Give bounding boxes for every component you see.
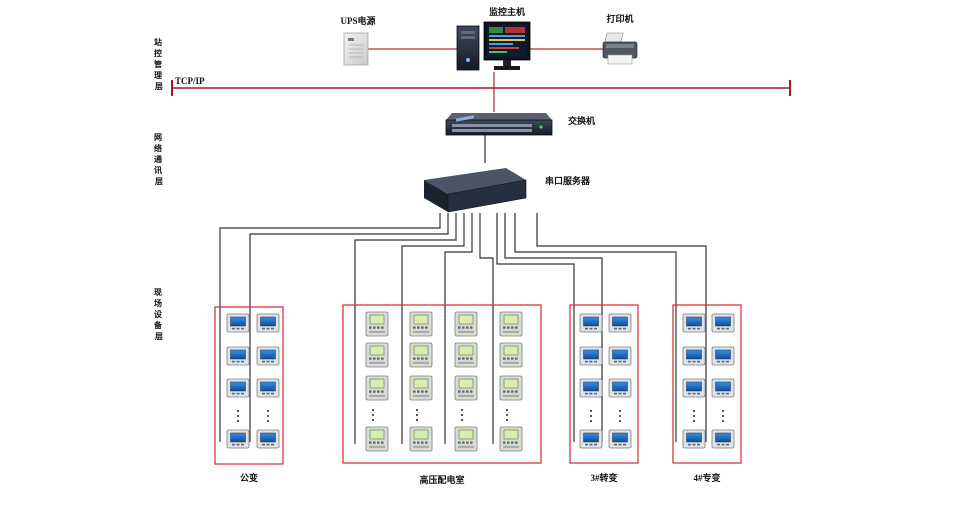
monitoring-host-device: 监控主机 [456, 6, 531, 71]
ups-label: UPS电源 [340, 15, 375, 26]
serial-server-device: 串口服务器 [424, 115, 591, 213]
ellipsis-dots [372, 409, 508, 421]
wire-t3-1 [496, 213, 575, 442]
meter-device-icon [608, 429, 632, 449]
relay-device-icon [365, 426, 389, 452]
network-switch-device: 交换机 [445, 113, 595, 136]
bus-label: TCP/IP [175, 76, 205, 86]
group-t3-box [569, 304, 639, 464]
group-t4: 4#专变 [672, 304, 742, 483]
ellipsis-dots [590, 410, 621, 422]
relay-device-icon [365, 342, 389, 368]
meter-device-icon [682, 313, 706, 333]
meter-column-2 [711, 313, 735, 449]
meter-device-icon [682, 378, 706, 398]
printer-label: 打印机 [606, 13, 633, 24]
group-t4-label: 4#专变 [693, 472, 720, 483]
meter-device-icon [226, 378, 250, 398]
meter-column-2 [608, 313, 632, 449]
relay-column-1 [365, 311, 389, 452]
meter-device-icon [682, 429, 706, 449]
host-label: 监控主机 [489, 6, 525, 17]
meter-device-icon [226, 346, 250, 366]
relay-device-icon [454, 426, 478, 452]
relay-device-icon [499, 375, 523, 401]
wire-t4-1 [514, 213, 677, 442]
serial-server-icon [424, 115, 527, 213]
wire-gongbian-2 [249, 213, 449, 442]
meter-device-icon [256, 429, 280, 449]
relay-column-2 [409, 311, 433, 452]
layer-station-label: 站 控 管 理 层 [154, 37, 164, 91]
meter-device-icon [682, 346, 706, 366]
computer-tower-icon [456, 25, 480, 71]
relay-device-icon [365, 375, 389, 401]
relay-device-icon [499, 311, 523, 337]
relay-device-icon [499, 342, 523, 368]
relay-device-icon [409, 426, 433, 452]
relay-device-icon [409, 342, 433, 368]
switch-label: 交换机 [568, 115, 595, 126]
meter-device-icon [711, 429, 735, 449]
wire-gongbian-1 [219, 213, 441, 442]
field-bus-wiring [219, 48, 707, 444]
printer-device: 打印机 [602, 13, 638, 65]
meter-device-icon [608, 313, 632, 333]
relay-device-icon [365, 311, 389, 337]
wire-hv-3 [444, 213, 473, 444]
meter-column-2 [256, 313, 280, 449]
group-t3: 3#转变 [569, 304, 639, 483]
wire-hv-1 [354, 213, 457, 444]
group-hv-room-box [342, 304, 542, 464]
meter-column-1 [579, 313, 603, 449]
serial-server-label: 串口服务器 [545, 175, 591, 186]
group-gongbian: 公变 [214, 306, 284, 483]
meter-device-icon [579, 313, 603, 333]
ellipsis-dots [693, 410, 724, 422]
tcpip-bus: TCP/IP [171, 76, 791, 96]
ups-device: UPS电源 [340, 15, 376, 66]
relay-column-3 [454, 311, 478, 452]
wire-hv-2 [401, 213, 465, 444]
monitor-icon [483, 21, 531, 70]
meter-device-icon [579, 378, 603, 398]
relay-device-icon [454, 375, 478, 401]
layer-field-label: 现 场 设 备 层 [153, 288, 164, 341]
meter-device-icon [579, 346, 603, 366]
relay-device-icon [499, 426, 523, 452]
ellipsis-dots [237, 410, 269, 422]
meter-device-icon [711, 313, 735, 333]
relay-column-4 [499, 311, 523, 452]
meter-column-1 [682, 313, 706, 449]
relay-device-icon [409, 311, 433, 337]
group-t3-label: 3#转变 [590, 472, 617, 483]
group-hv-room-label: 高压配电室 [419, 474, 464, 485]
relay-device-icon [454, 342, 478, 368]
meter-device-icon [256, 313, 280, 333]
printer-icon [602, 32, 638, 65]
network-switch-icon [445, 113, 553, 136]
meter-device-icon [579, 429, 603, 449]
meter-device-icon [226, 313, 250, 333]
meter-device-icon [608, 378, 632, 398]
meter-column-1 [226, 313, 250, 449]
relay-device-icon [409, 375, 433, 401]
meter-device-icon [711, 378, 735, 398]
meter-device-icon [256, 346, 280, 366]
meter-device-icon [711, 346, 735, 366]
group-hv-room: 高压配电室 [342, 304, 542, 485]
meter-device-icon [226, 429, 250, 449]
group-t4-box [672, 304, 742, 464]
layer-network-label: 网 络 通 讯 层 [154, 133, 164, 186]
wire-t4-2 [536, 213, 707, 442]
group-gongbian-label: 公变 [240, 472, 258, 483]
relay-device-icon [454, 311, 478, 337]
wire-hv-4 [479, 213, 494, 444]
meter-device-icon [256, 378, 280, 398]
group-gongbian-box [214, 306, 284, 465]
ups-icon [343, 32, 369, 66]
meter-device-icon [608, 346, 632, 366]
